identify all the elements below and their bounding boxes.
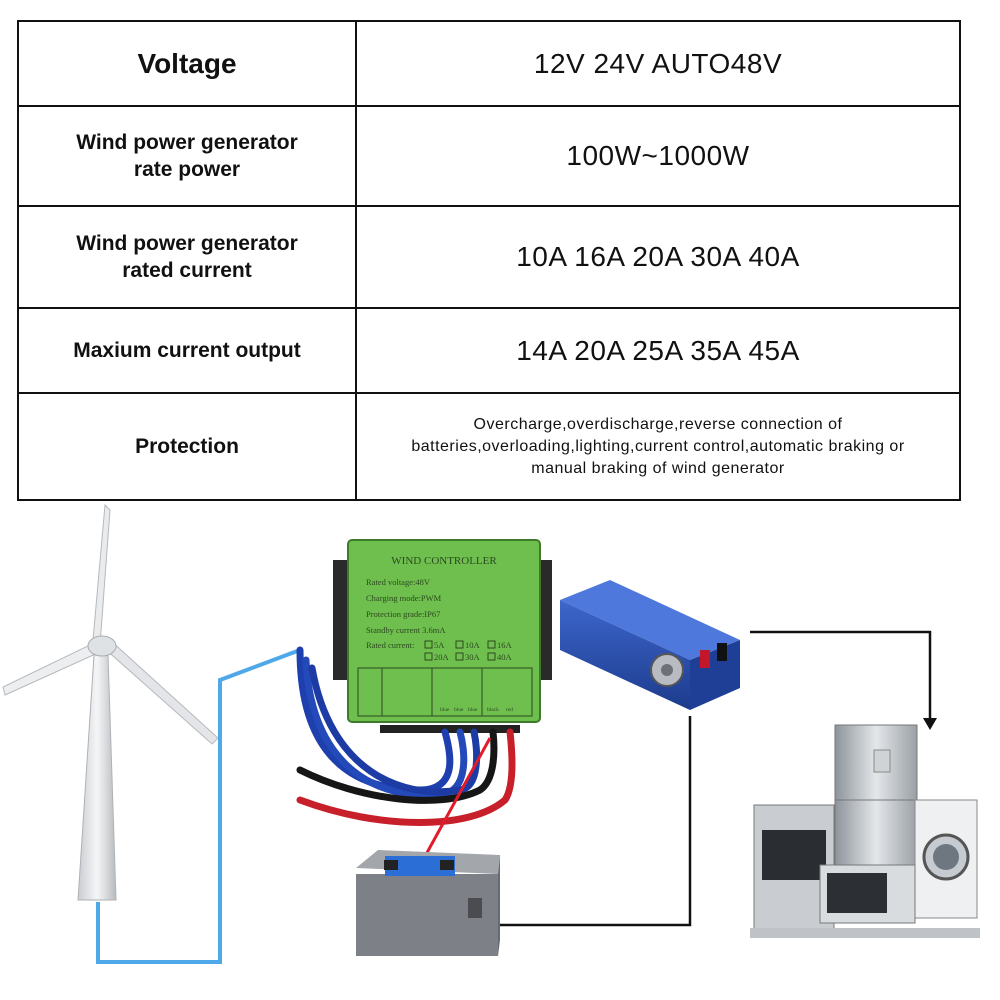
- current-option: 16A: [497, 640, 513, 650]
- spec-value-line: manual braking of wind generator: [531, 459, 785, 477]
- current-option: 20A: [434, 652, 450, 662]
- spec-table: Voltage 12V 24V AUTO48V Wind power gener…: [17, 20, 961, 501]
- spec-row-voltage: Voltage 12V 24V AUTO48V: [17, 20, 961, 107]
- spec-label-line: Wind power generator: [76, 131, 298, 154]
- controller-spec-line: Protection grade:IP67: [366, 609, 440, 619]
- turbine-wire: [96, 648, 301, 964]
- current-option: 40A: [497, 652, 513, 662]
- spec-value: 14A 20A 25A 35A 45A: [355, 307, 961, 394]
- spec-label: Wind power generator rated current: [17, 205, 357, 309]
- wiring-diagram-svg: WIND CONTROLLER Rated voltage:48V Chargi…: [2, 503, 980, 964]
- battery-inverter-wire: [470, 716, 692, 927]
- wind-controller-icon: WIND CONTROLLER Rated voltage:48V Chargi…: [333, 539, 552, 733]
- controller-spec-line: Charging mode:PWM: [366, 593, 442, 603]
- current-option: 10A: [465, 640, 481, 650]
- spec-label: Protection: [17, 392, 357, 501]
- controller-title: WIND CONTROLLER: [391, 555, 497, 567]
- current-option: 5A: [434, 640, 445, 650]
- terminal-label: blue: [468, 707, 478, 713]
- spec-label: Maxium current output: [17, 307, 357, 394]
- terminal-label: blue: [440, 707, 450, 713]
- spec-label-line: Wind power generator: [76, 232, 298, 255]
- wiring-diagram: WIND CONTROLLER Rated voltage:48V Chargi…: [0, 500, 1000, 1000]
- terminal-label: black: [487, 707, 499, 713]
- battery-icon: [356, 850, 500, 956]
- controller-rated-current-label: Rated current:: [366, 640, 414, 650]
- spec-value-line: batteries,overloading,lighting,current c…: [411, 437, 905, 455]
- spec-label: Wind power generator rate power: [17, 105, 357, 207]
- spec-row-rated-current: Wind power generator rated current 10A 1…: [17, 205, 961, 309]
- spec-value-line: Overcharge,overdischarge,reverse connect…: [473, 415, 843, 433]
- inverter-icon: [560, 580, 740, 710]
- spec-label: Voltage: [17, 20, 357, 107]
- inverter-output-wire: [750, 630, 932, 720]
- current-option: 30A: [465, 652, 481, 662]
- arrow-down-icon: [923, 718, 937, 730]
- spec-value: 10A 16A 20A 30A 40A: [355, 205, 961, 309]
- spec-value: Overcharge,overdischarge,reverse connect…: [355, 392, 961, 501]
- spec-value: 12V 24V AUTO48V: [355, 20, 961, 107]
- spec-row-max-current: Maxium current output 14A 20A 25A 35A 45…: [17, 307, 961, 394]
- appliances-icon: [750, 724, 980, 938]
- controller-spec-line: Standby current 3.6mA: [366, 625, 446, 635]
- wind-turbine-icon: [2, 503, 219, 901]
- spec-row-rate-power: Wind power generator rate power 100W~100…: [17, 105, 961, 207]
- spec-label-line: rated current: [122, 259, 252, 282]
- terminal-label: red: [506, 707, 513, 713]
- controller-spec-line: Rated voltage:48V: [366, 577, 431, 587]
- terminal-label: blue: [454, 707, 464, 713]
- spec-label-line: rate power: [133, 158, 241, 181]
- spec-value: 100W~1000W: [355, 105, 961, 207]
- spec-row-protection: Protection Overcharge,overdischarge,reve…: [17, 392, 961, 501]
